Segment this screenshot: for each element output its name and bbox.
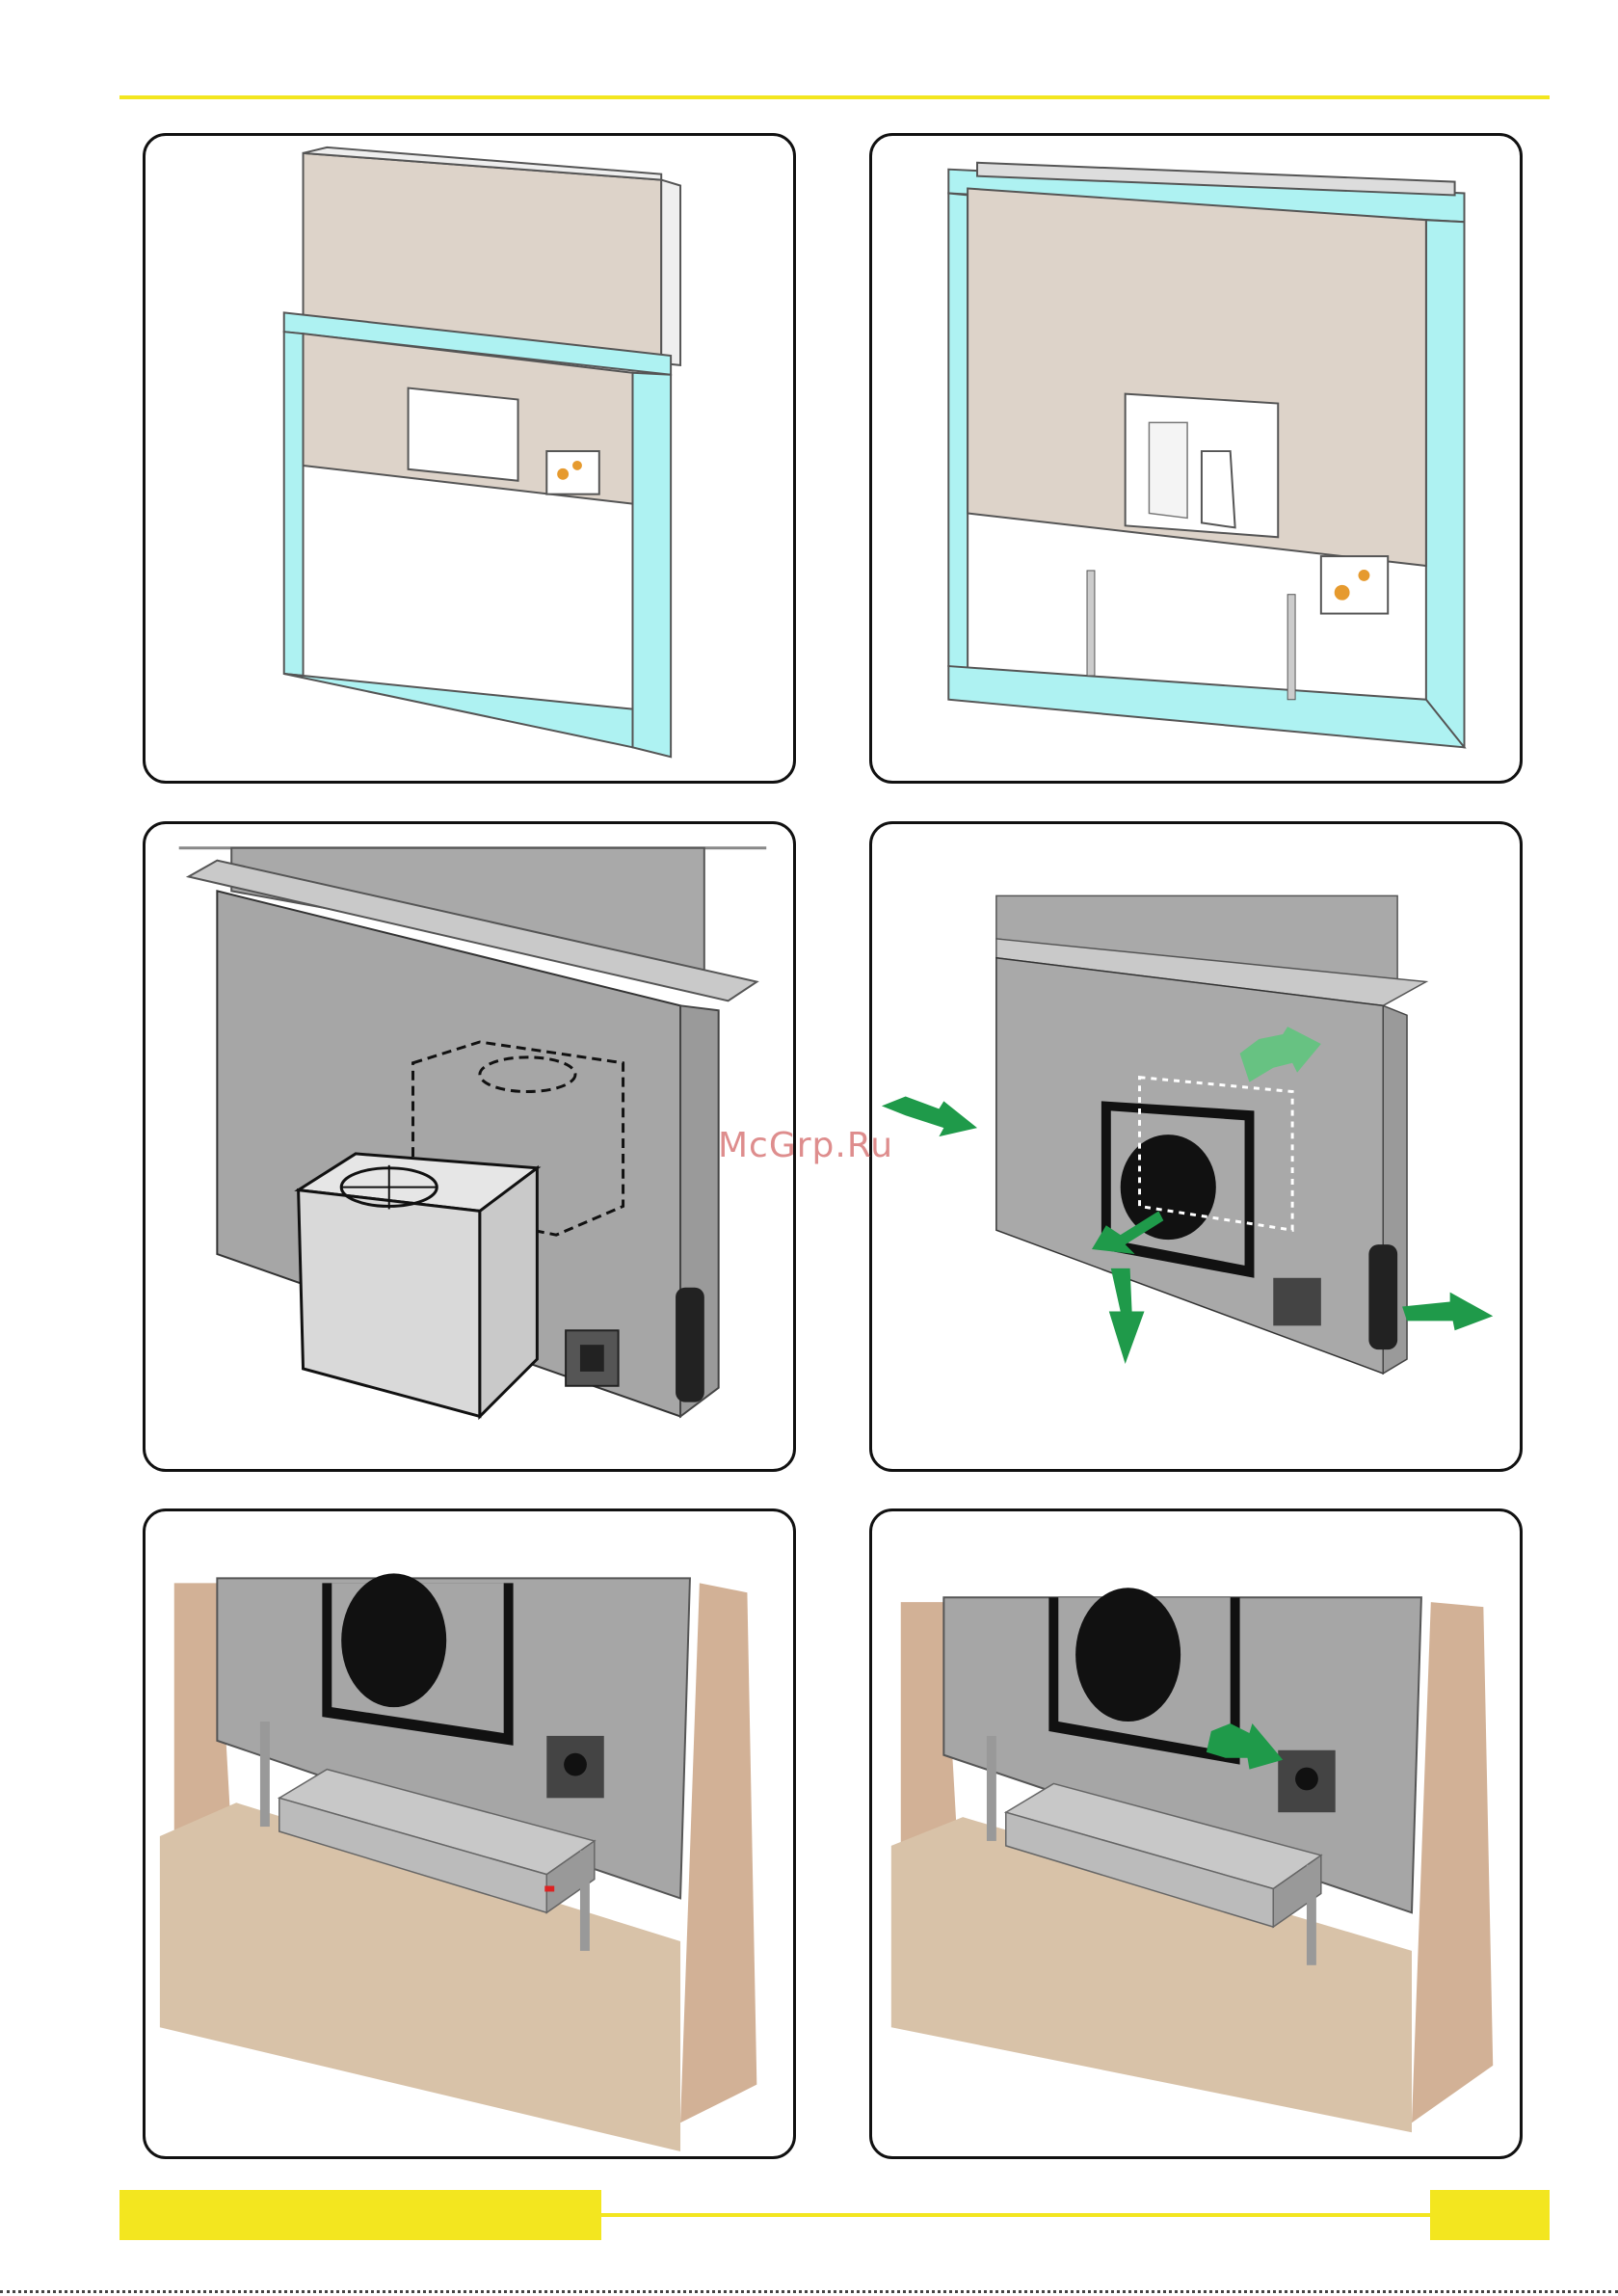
cabinet-motor-illustration <box>146 1511 793 2156</box>
figure-panel-5 <box>143 1508 796 2159</box>
exhaust-directions-illustration <box>872 824 1520 1469</box>
figure-panel-6 <box>869 1508 1523 2159</box>
figure-panel-4 <box>869 821 1523 1472</box>
figure-panel-3 <box>143 821 796 1472</box>
arrow-left-icon <box>882 1096 977 1136</box>
watermark-text: McGrp.Ru <box>718 1126 893 1165</box>
footer-right-bar <box>1430 2190 1550 2240</box>
connect-cable-illustration <box>872 1511 1520 2156</box>
page-edge-dotted-line <box>0 2290 1618 2293</box>
arrow-right-icon <box>1402 1293 1493 1331</box>
frame-with-brackets-illustration <box>872 136 1520 781</box>
motor-box-illustration <box>146 824 793 1469</box>
footer-left-bar <box>119 2190 601 2240</box>
footer-line <box>601 2213 1430 2217</box>
figure-panel-1 <box>143 133 796 784</box>
header-accent-line <box>119 95 1550 99</box>
frame-raised-illustration <box>146 136 793 781</box>
figure-panel-2 <box>869 133 1523 784</box>
